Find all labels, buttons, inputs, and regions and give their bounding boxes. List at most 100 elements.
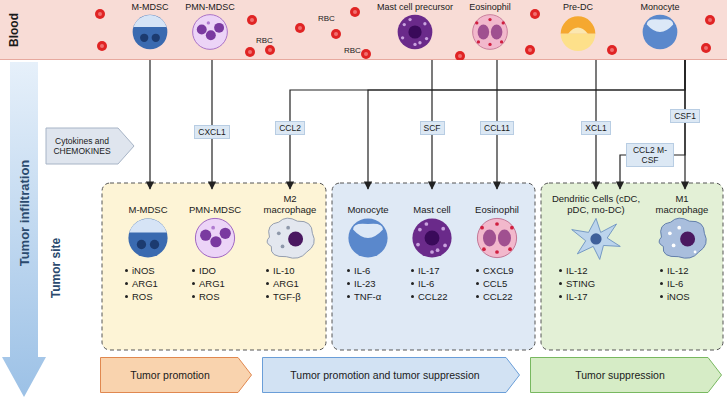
chemokine-label: SCF xyxy=(420,121,445,135)
marker-list: IDOARG1ROS xyxy=(189,264,247,303)
marker-text: IDO xyxy=(199,265,216,276)
rbc-label: RBC xyxy=(318,14,335,23)
cell-node: PMN-MDSC xyxy=(178,2,242,51)
cell-node: Mast cell precursor xyxy=(373,2,457,51)
bullet xyxy=(559,269,562,272)
bullet-row: TGF-β xyxy=(263,290,323,303)
bullet-row: ARG1 xyxy=(189,277,247,290)
bullet xyxy=(192,269,195,272)
marker-list: IL-6IL-23TNF-α xyxy=(344,264,398,303)
chemokine-label: CSF1 xyxy=(670,109,700,123)
bullet xyxy=(476,282,479,285)
cell-name: Eosinophil xyxy=(467,193,527,215)
bullet-row: iNOS xyxy=(122,264,180,277)
bullet xyxy=(559,295,562,298)
cell-illustration xyxy=(187,216,243,260)
marker-text: IL-12 xyxy=(667,265,689,276)
bullet-row: IL-17 xyxy=(408,264,462,277)
cell-illustration xyxy=(404,216,460,260)
bullet-row: ROS xyxy=(122,290,180,303)
cell-node: Pre-DC xyxy=(546,2,610,51)
marker-text: CCL5 xyxy=(483,278,507,289)
marker-text: ARG1 xyxy=(132,278,158,289)
marker-text: TNF-α xyxy=(354,291,381,302)
region-label: Tumor site xyxy=(52,238,61,298)
bullet xyxy=(266,282,269,285)
cell-name: Eosinophil xyxy=(458,2,522,12)
bullet-row: ARG1 xyxy=(122,277,180,290)
marker-text: iNOS xyxy=(667,291,690,302)
migration-arrow xyxy=(595,51,596,189)
cell-illustration xyxy=(568,216,624,260)
bullet xyxy=(660,282,663,285)
cell-node: M-MDSC iNOS ARG1ROS xyxy=(116,190,180,303)
cell-illustration xyxy=(654,216,710,260)
outcome-arrow: Tumor promotion and tumor suppression xyxy=(262,357,520,393)
marker-text: IL-6 xyxy=(418,278,434,289)
bullet-row: TNF-α xyxy=(344,290,398,303)
cell-illustration xyxy=(553,13,603,51)
blood-band: BloodM-MDSCPMN-MDSCMast cell precursorEo… xyxy=(0,0,727,60)
bullet-row: IL-12 xyxy=(657,264,713,277)
mixed-region xyxy=(332,183,535,350)
bullet-row: IDO xyxy=(189,264,247,277)
migration-arrow xyxy=(431,51,432,189)
outcome-text: Tumor suppression xyxy=(575,369,664,381)
outcome-arrow: Tumor promotion xyxy=(100,357,252,393)
marker-list: IL-10ARG1TGF-β xyxy=(263,264,323,303)
cell-illustration xyxy=(635,13,685,51)
chemokine-label: CCL2 M-CSF xyxy=(626,143,674,167)
marker-text: IL-6 xyxy=(667,278,683,289)
bullet xyxy=(347,295,350,298)
cell-node: M-MDSC xyxy=(118,2,182,51)
cell-node: Mast cellIL-17IL-6CCL22 xyxy=(402,190,462,303)
suppression-region xyxy=(541,183,723,350)
bullet-row: CXCL9 xyxy=(473,264,527,277)
bullet-row: IL-10 xyxy=(263,264,323,277)
cell-name: M1 macrophage xyxy=(651,193,713,215)
chemokine-label: XCL1 xyxy=(581,121,610,135)
outcome-text: Tumor promotion and tumor suppression xyxy=(290,369,479,381)
marker-list: IL-12STINGIL-17 xyxy=(556,264,642,303)
cell-node: M1 macrophageIL-12IL-6 iNOS xyxy=(651,190,713,303)
bullet xyxy=(125,269,128,272)
bullet xyxy=(660,269,663,272)
bullet xyxy=(192,295,195,298)
arrow-label: Tumor infiltration xyxy=(17,159,32,266)
outcome-label: Tumor suppression xyxy=(530,357,710,393)
bullet-row: STING xyxy=(556,277,642,290)
migration-arrow xyxy=(211,51,212,189)
chemokine-label: CCL11 xyxy=(480,121,514,135)
cell-name: M-MDSC xyxy=(116,193,180,215)
bullet xyxy=(347,269,350,272)
cell-node: Dendritic Cells (cDC, pDC, mo-DC) IL-12ST… xyxy=(550,190,642,303)
marker-text: IL-23 xyxy=(354,278,376,289)
cell-illustration xyxy=(465,13,515,51)
marker-text: ARG1 xyxy=(273,278,299,289)
marker-text: iNOS xyxy=(132,265,155,276)
rbc-label: RBC xyxy=(256,36,273,45)
marker-text: ROS xyxy=(199,291,220,302)
cell-node: PMN-MDSC IDOARG1ROS xyxy=(183,190,247,303)
bullet xyxy=(476,269,479,272)
marker-text: STING xyxy=(566,278,595,289)
cell-illustration xyxy=(469,216,525,260)
cell-node: M2 macrophageIL-10ARG1TGF-β xyxy=(257,190,323,303)
chemokine-label: CCL2 xyxy=(275,121,305,135)
marker-list: iNOS ARG1ROS xyxy=(122,264,180,303)
bullet-row: ROS xyxy=(189,290,247,303)
marker-text: TGF-β xyxy=(273,291,301,302)
promotion-region xyxy=(102,183,326,350)
bullet-row: iNOS xyxy=(657,290,713,303)
marker-text: CCL22 xyxy=(483,291,513,302)
outcome-arrow: Tumor suppression xyxy=(530,357,722,393)
cell-name: Dendritic Cells (cDC, pDC, mo-DC) xyxy=(550,193,642,215)
cytokine-arrow xyxy=(46,128,134,164)
bullet xyxy=(125,295,128,298)
migration-arrow xyxy=(149,51,150,189)
marker-text: IL-10 xyxy=(273,265,295,276)
cell-name: PMN-MDSC xyxy=(183,193,247,215)
cell-name: Mast cell precursor xyxy=(373,2,457,12)
cell-node: Eosinophil xyxy=(458,2,522,51)
